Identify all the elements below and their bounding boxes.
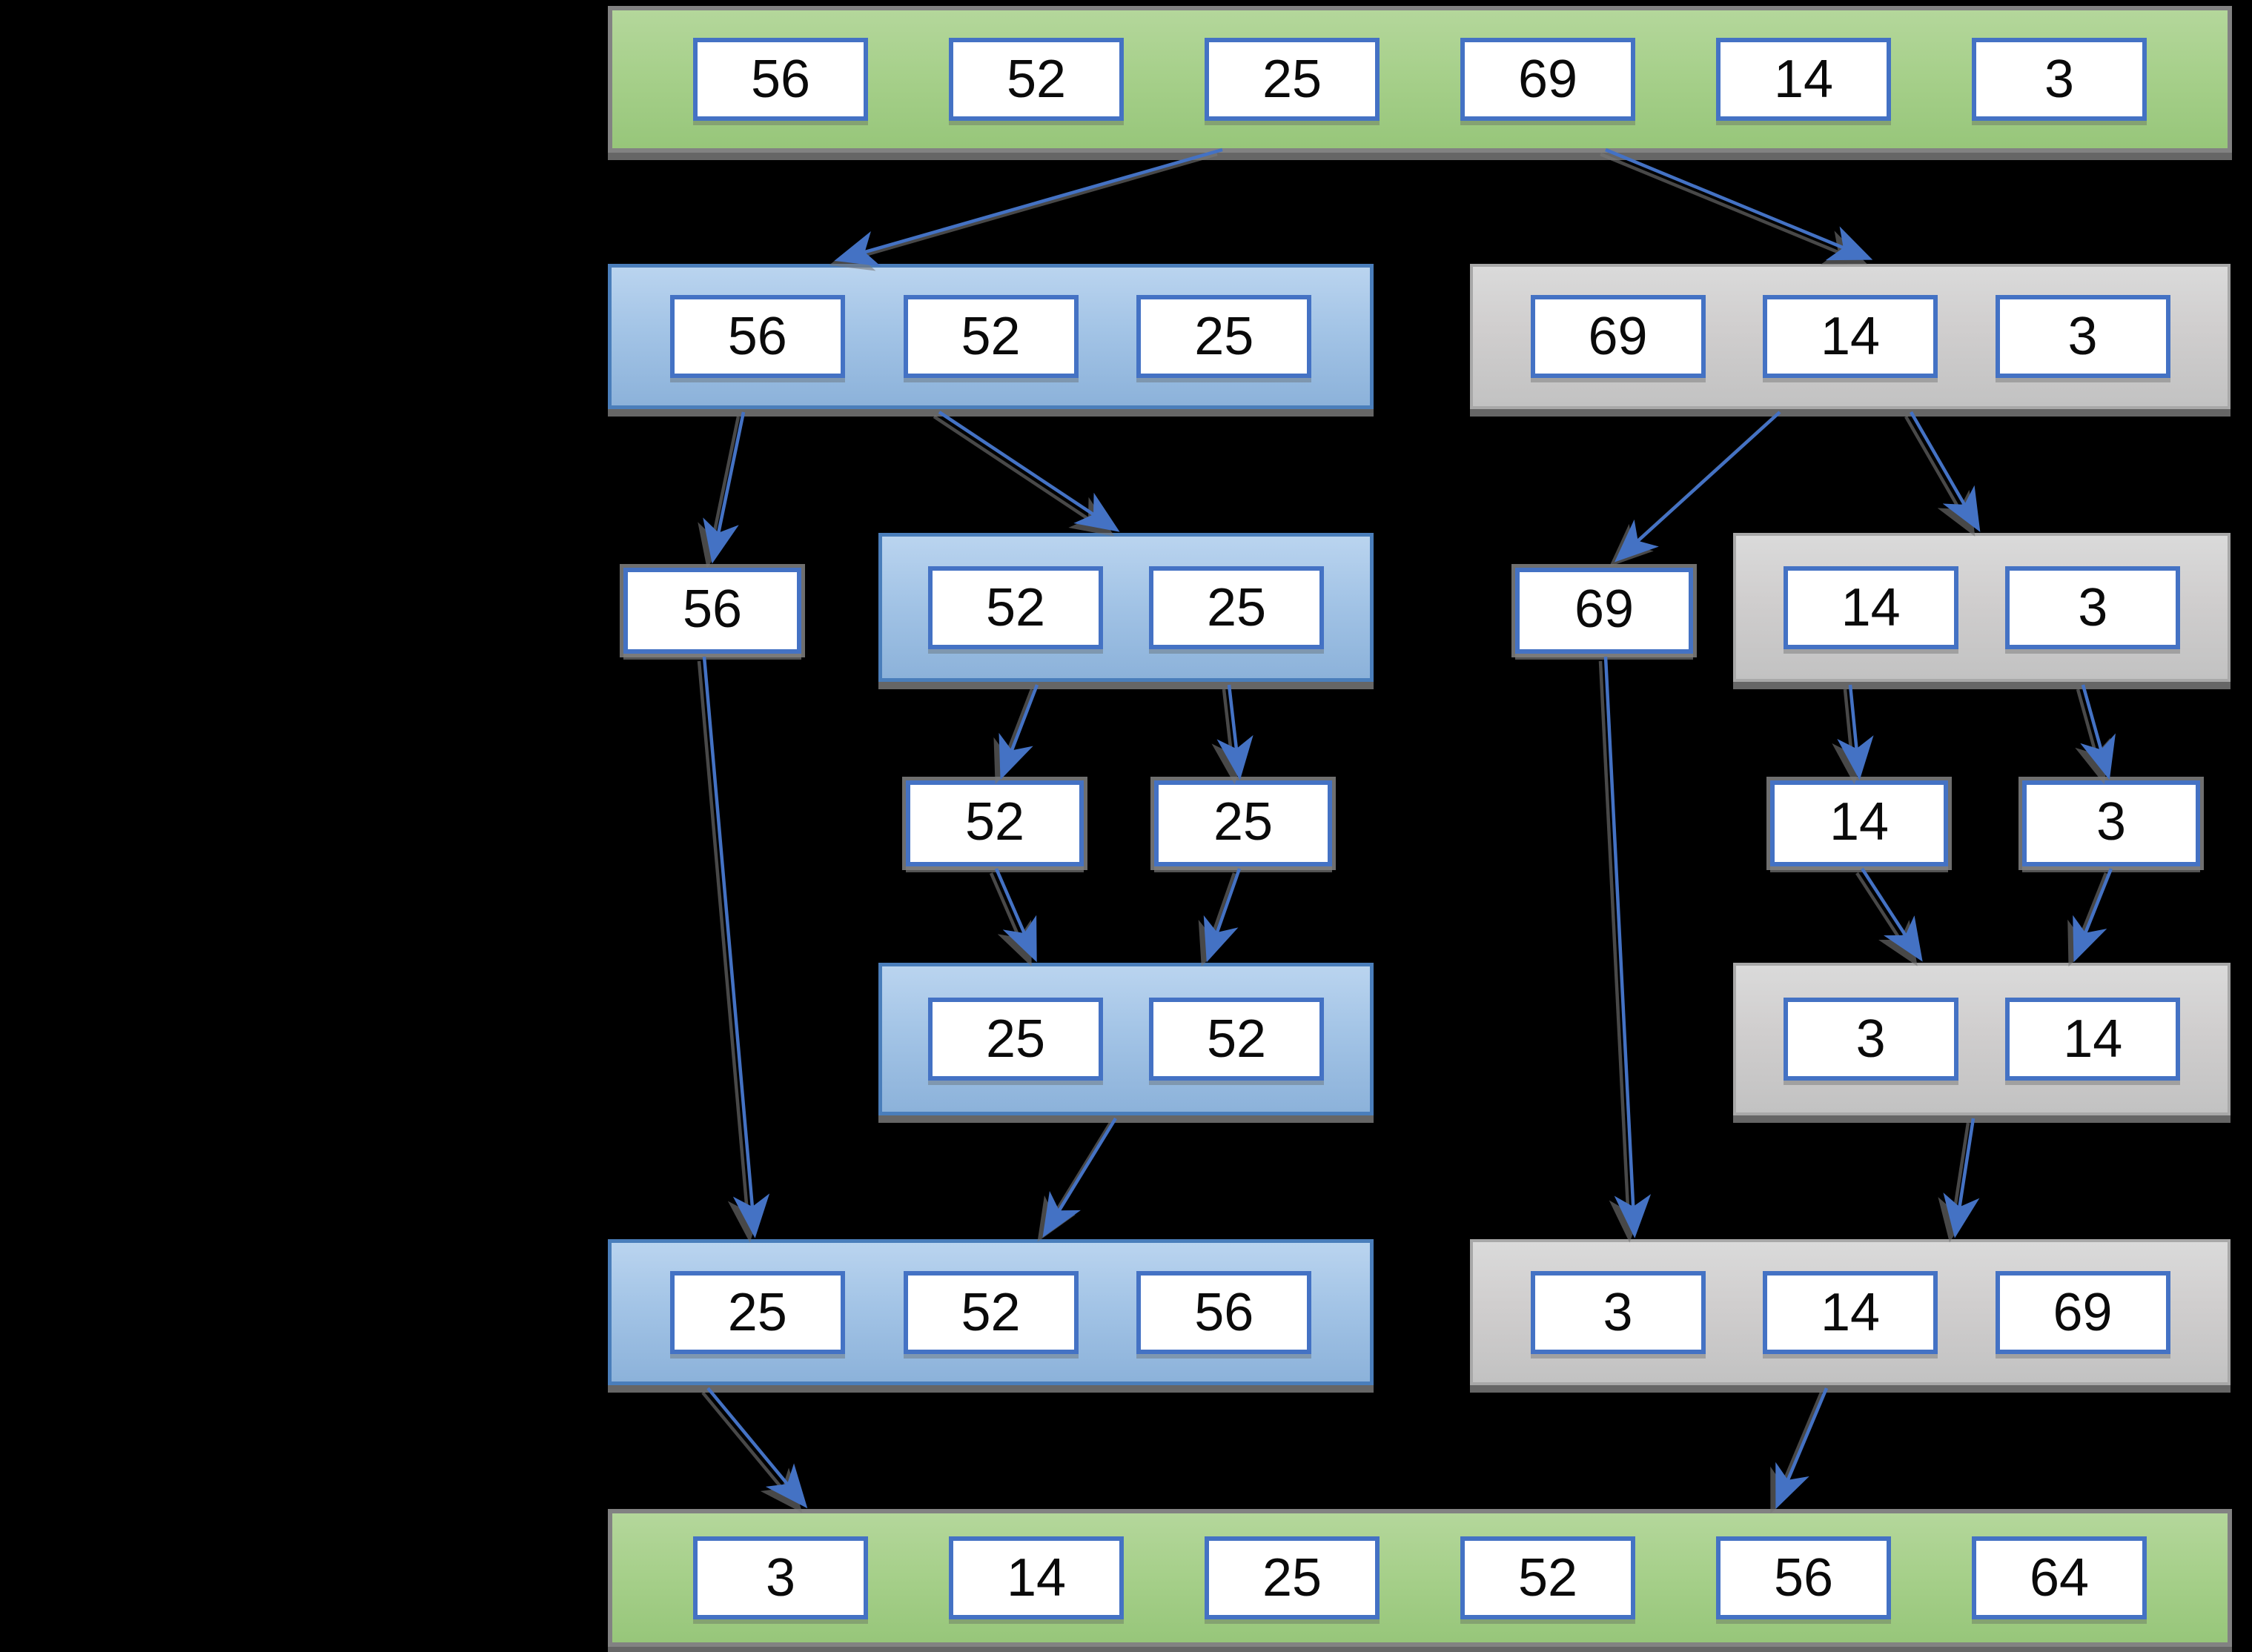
merge-arrow [1775, 1387, 1829, 1510]
value-cell: 56 [1716, 1536, 1891, 1619]
single-value-69: 69 [1511, 564, 1697, 657]
split-right-half: 69 14 3 [1470, 264, 2231, 409]
merge-arrow [1603, 656, 1652, 1238]
single-value-56: 56 [620, 564, 805, 657]
value-cell: 14 [1763, 295, 1938, 378]
merged-right-pair: 3 14 [1733, 963, 2231, 1115]
value-cell: 69 [1530, 295, 1706, 378]
value-cell: 14 [1716, 38, 1891, 121]
value-cell: 52 [1460, 1536, 1635, 1619]
value-cell: 25 [1136, 295, 1312, 378]
value-cell: 52 [1149, 998, 1324, 1081]
split-left-half: 56 52 25 [608, 264, 1374, 409]
value-cell: 14 [2005, 998, 2181, 1081]
merge-arrow [994, 868, 1037, 963]
split-arrow [938, 411, 1120, 532]
value-cell: 52 [949, 38, 1124, 121]
value-cell: 14 [949, 1536, 1124, 1619]
merge-arrow [1042, 1117, 1117, 1238]
merge-arrow [1861, 867, 1923, 962]
split-arrow [703, 411, 746, 564]
value-cell: 3 [693, 1536, 868, 1619]
value-cell: 56 [1136, 1270, 1312, 1354]
value-cell: 64 [1972, 1536, 2147, 1619]
single-value-3: 3 [2018, 777, 2204, 870]
value-cell: 52 [928, 565, 1103, 649]
value-cell: 52 [903, 295, 1079, 378]
value-cell: 25 [1205, 38, 1380, 121]
value-cell: 25 [928, 998, 1103, 1081]
value-cell: 69 [1995, 1270, 2170, 1354]
value-cell: 3 [1995, 295, 2170, 378]
merge-arrow [1943, 1118, 1980, 1238]
value-cell: 56 [693, 38, 868, 121]
merge-arrow [1203, 868, 1242, 963]
merge-arrow [706, 1387, 808, 1509]
value-cell: 52 [903, 1270, 1079, 1354]
split-arrow [834, 147, 1223, 267]
value-cell: 3 [2005, 565, 2181, 649]
value-cell: 3 [1783, 998, 1958, 1081]
split-arrow [1837, 684, 1874, 780]
split-right-pair: 14 3 [1733, 533, 2231, 682]
value-cell: 25 [1149, 565, 1324, 649]
single-value-52: 52 [902, 777, 1087, 870]
split-arrow [1216, 684, 1253, 780]
value-cell: 14 [1763, 1270, 1938, 1354]
value-cell: 3 [1530, 1270, 1706, 1354]
single-value-14: 14 [1766, 777, 1952, 870]
value-cell: 25 [1205, 1536, 1380, 1619]
merged-right-half: 3 14 69 [1470, 1239, 2231, 1385]
value-cell: 25 [669, 1270, 845, 1354]
single-value-25: 25 [1150, 777, 1336, 870]
merge-arrow [702, 656, 770, 1238]
value-cell: 69 [1460, 38, 1635, 121]
split-arrow [2080, 684, 2116, 780]
value-cell: 3 [1972, 38, 2147, 121]
merge-arrow [2073, 868, 2113, 963]
merged-left-half: 25 52 56 [608, 1239, 1374, 1385]
array-unsorted: 56 52 25 69 14 3 [608, 6, 2232, 153]
split-left-pair: 52 25 [878, 533, 1374, 682]
split-arrow [1910, 411, 1981, 532]
value-cell: 14 [1783, 565, 1958, 649]
merged-left-pair: 25 52 [878, 963, 1374, 1115]
split-arrow [999, 684, 1039, 780]
array-sorted: 3 14 25 52 56 64 [608, 1509, 2232, 1647]
value-cell: 56 [669, 295, 845, 378]
split-arrow [1605, 147, 1873, 261]
